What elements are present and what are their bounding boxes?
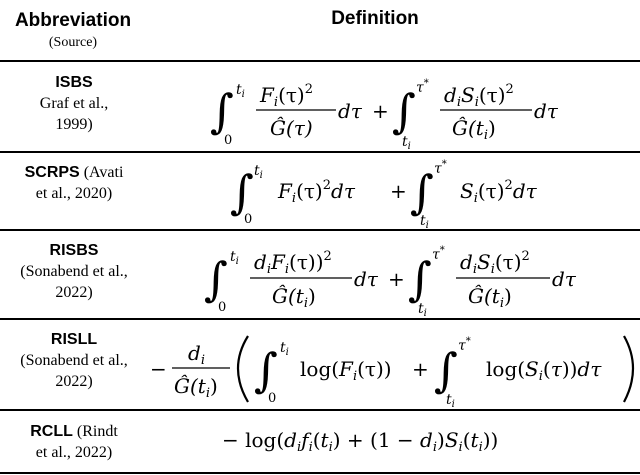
rcll-expression: − log(difi(ti) + (1 − di)Si(ti)) — [222, 428, 498, 455]
row-divider — [0, 409, 640, 411]
row-divider — [0, 229, 640, 231]
upper-limit: τ* — [458, 336, 471, 354]
upper-limit: ti — [236, 82, 245, 100]
source-line-1: (Rindt — [76, 423, 118, 440]
abbreviation-label: RISBS — [49, 242, 99, 259]
source-line-1: Graf et al., — [39, 95, 109, 112]
differential: dτ — [338, 99, 363, 123]
lower-limit: 0 — [218, 300, 226, 315]
lower-limit: 0 — [244, 212, 252, 227]
integrand: Fi(τ)2dτ — [277, 178, 356, 206]
scrps-formula: ∫ 0 ti Fi(τ)2dτ + ∫ ti τ* Si(τ)2dτ — [150, 153, 640, 228]
upper-limit: τ* — [416, 78, 429, 96]
table-row: RISBS (Sonabend et al., 2022) ∫ 0 ti diF… — [0, 231, 640, 317]
header-source: (Source) — [48, 35, 98, 50]
source-line-2: 2022) — [55, 373, 93, 390]
integral-sign: ∫ — [210, 84, 234, 138]
fraction-numerator: diSi(τ)2 — [460, 249, 530, 277]
abbreviation-cell: ISBS Graf et al., 1999) — [0, 72, 148, 135]
lower-limit: ti — [446, 392, 455, 408]
row-divider — [0, 318, 640, 320]
abbreviation-label: SCRPS — [24, 164, 80, 181]
header-definition: Definition — [331, 8, 419, 29]
integral-sign: ∫ — [254, 343, 278, 397]
lower-limit: ti — [418, 301, 427, 317]
plus-sign: + — [372, 99, 389, 123]
log-term: log(Fi(τ)) — [300, 357, 392, 384]
fraction-denominator: Ĝ(ti) — [272, 283, 316, 311]
abbreviation-cell: SCRPS (Avati et al., 2020) — [0, 162, 148, 204]
source-line-2: 2022) — [55, 284, 93, 301]
source-line-1: (Sonabend et al., — [20, 352, 128, 369]
differential: dτ — [354, 267, 379, 291]
row-divider — [0, 151, 640, 153]
upper-limit: ti — [254, 163, 263, 181]
right-paren — [623, 335, 634, 403]
fraction-denominator: Ĝ(ti) — [452, 115, 496, 143]
table-row: RCLL (Rindt et al., 2022) − log(difi(ti)… — [0, 411, 640, 472]
rcll-formula: − log(difi(ti) + (1 − di)Si(ti)) — [150, 411, 640, 472]
integral-sign: ∫ — [230, 165, 254, 219]
table-row: SCRPS (Avati et al., 2020) ∫ 0 ti Fi(τ)2… — [0, 153, 640, 228]
lower-limit: ti — [402, 134, 411, 150]
upper-limit: τ* — [432, 245, 445, 263]
integral-sign: ∫ — [408, 252, 432, 306]
log-term: log(Si(τ))dτ — [486, 357, 602, 384]
source-line-1: (Avati — [83, 164, 124, 181]
differential: dτ — [534, 99, 559, 123]
integral-sign: ∫ — [434, 343, 458, 397]
differential: dτ — [552, 267, 577, 291]
left-paren — [237, 335, 249, 403]
upper-limit: τ* — [434, 159, 447, 177]
abbreviation-cell: RISBS (Sonabend et al., 2022) — [0, 240, 148, 303]
abbreviation-cell: RCLL (Rindt et al., 2022) — [0, 421, 148, 463]
abbreviation-label: RCLL — [30, 423, 73, 440]
plus-sign: + — [412, 357, 429, 381]
source-line-1: (Sonabend et al., — [20, 263, 128, 280]
plus-sign: + — [388, 267, 405, 291]
table-row: ISBS Graf et al., 1999) ∫ 0 ti Fi(τ)2 Ĝ(… — [0, 62, 640, 150]
abbreviation-label: ISBS — [55, 74, 93, 91]
lower-limit: 0 — [268, 391, 276, 406]
integral-sign: ∫ — [204, 252, 228, 306]
fraction-numerator: diFi(τ))2 — [254, 249, 332, 277]
header-abbreviation: Abbreviation — [14, 10, 132, 31]
abbreviation-cell: RISLL (Sonabend et al., 2022) — [0, 329, 148, 392]
table-row: RISLL (Sonabend et al., 2022) − di Ĝ(ti)… — [0, 320, 640, 408]
lower-limit: 0 — [224, 133, 232, 148]
integral-sign: ∫ — [392, 84, 416, 138]
integrand: Si(τ)2dτ — [460, 178, 538, 206]
plus-sign: + — [390, 179, 407, 203]
source-line-2: et al., 2020) — [35, 185, 113, 202]
fraction-numerator: diSi(τ)2 — [444, 82, 514, 110]
fraction-numerator: Fi(τ)2 — [259, 82, 313, 110]
table-header: Abbreviation (Source) Definition — [0, 0, 640, 58]
bottom-rule — [0, 472, 640, 474]
upper-limit: ti — [280, 340, 289, 358]
source-line-2: 1999) — [55, 116, 93, 133]
risll-formula: − di Ĝ(ti) ∫ 0 ti log(Fi(τ)) + ∫ ti τ* l… — [150, 320, 640, 408]
abbreviation-label: RISLL — [50, 331, 98, 348]
source-line-2: et al., 2022) — [35, 444, 113, 461]
risbs-formula: ∫ 0 ti diFi(τ))2 Ĝ(ti) dτ + ∫ ti τ* diSi… — [150, 231, 640, 317]
header-rule — [0, 60, 640, 62]
fraction-denominator: Ĝ(τ) — [270, 115, 313, 140]
isbs-formula: ∫ 0 ti Fi(τ)2 Ĝ(τ) dτ + ∫ ti τ* diSi(τ)2… — [150, 62, 640, 150]
minus-sign: − — [150, 357, 167, 381]
integral-sign: ∫ — [410, 165, 434, 219]
fraction-numerator: di — [188, 341, 205, 368]
fraction-denominator: Ĝ(ti) — [468, 283, 512, 311]
upper-limit: ti — [230, 249, 239, 267]
fraction-denominator: Ĝ(ti) — [174, 373, 218, 401]
lower-limit: ti — [420, 213, 429, 228]
